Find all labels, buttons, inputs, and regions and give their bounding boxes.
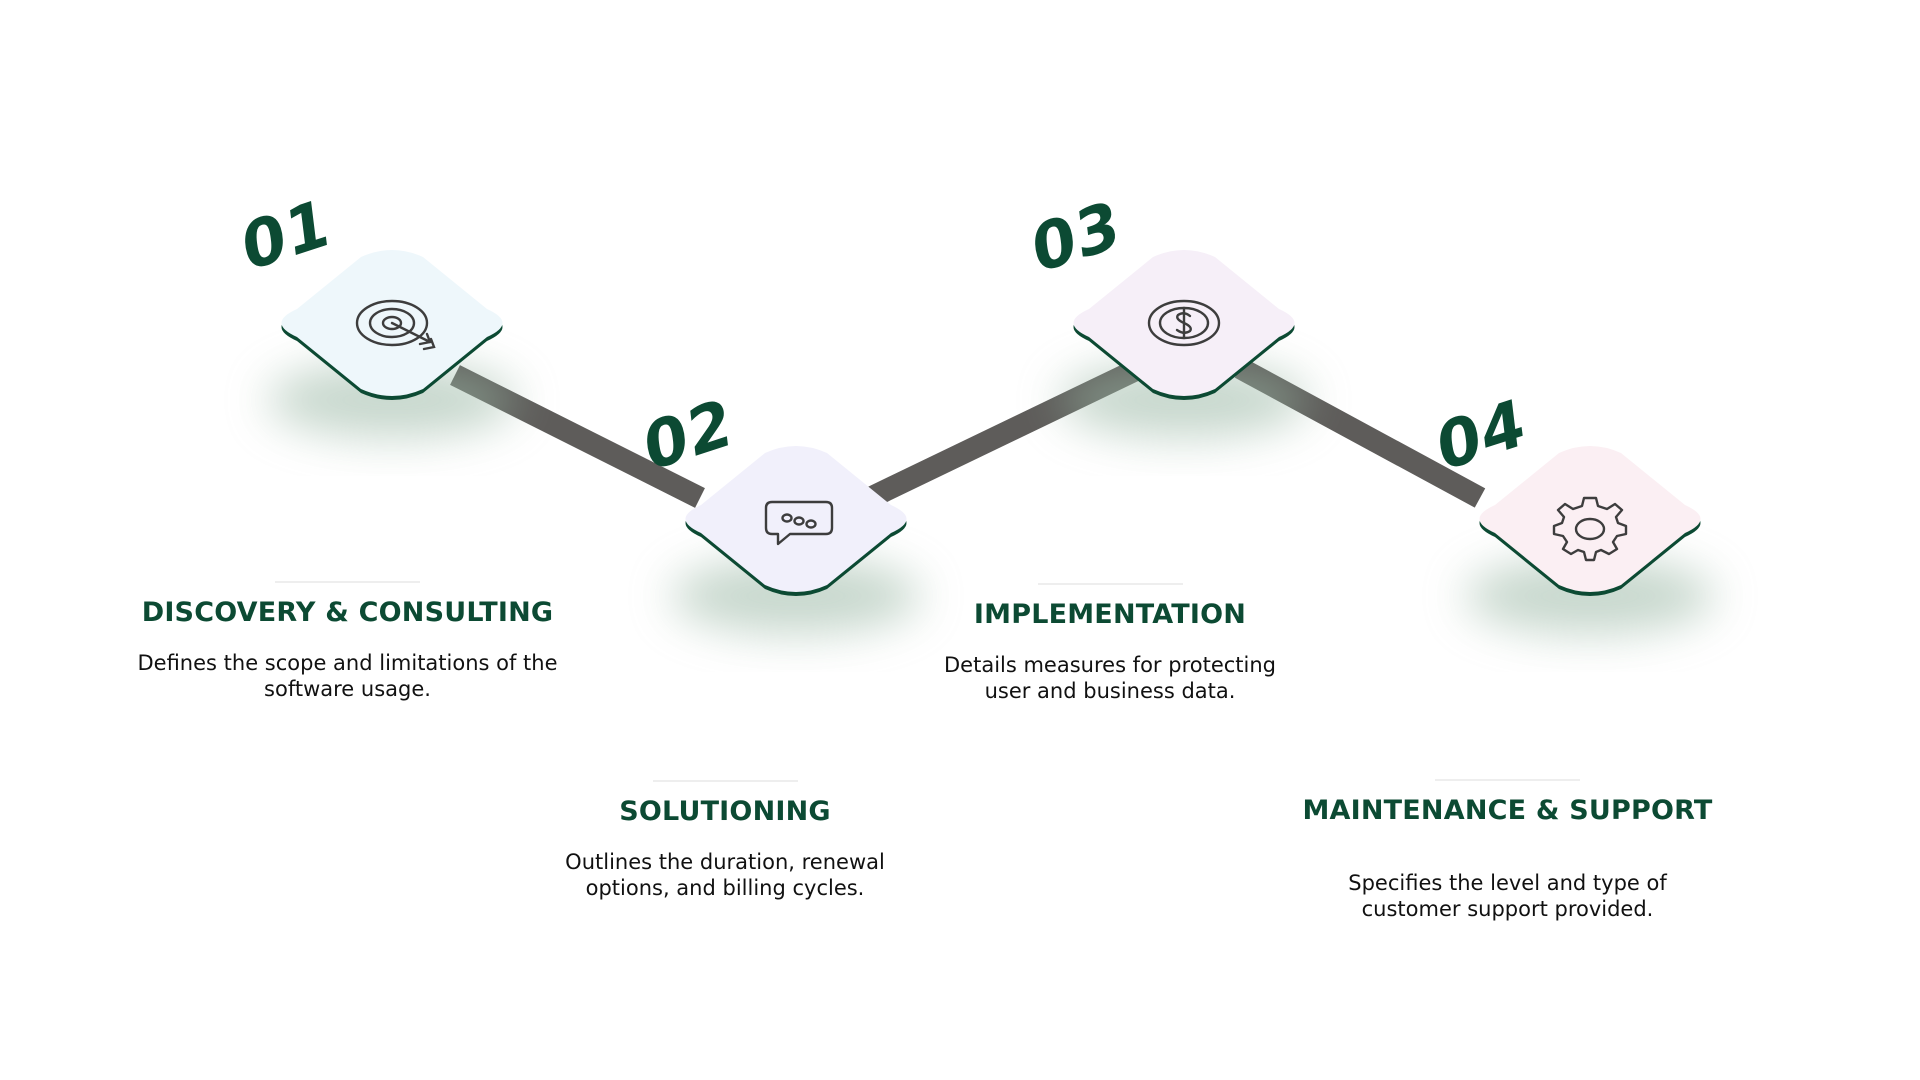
step-4-title: MAINTENANCE & SUPPORT [1302, 795, 1713, 826]
step-3-number: 03 [1022, 189, 1131, 288]
step-2-description: Outlines the duration, renewal options, … [565, 850, 885, 900]
step-3-description: Details measures for protecting user and… [944, 653, 1276, 703]
gear-icon [1552, 496, 1628, 562]
step-3-divider [1037, 583, 1183, 585]
step-2-divider [652, 780, 798, 782]
connector-lines [450, 358, 1486, 508]
step-2-text: SOLUTIONING Outlines the duration, renew… [545, 780, 905, 901]
step-4-divider [1435, 779, 1580, 781]
step-2-title: SOLUTIONING [619, 796, 831, 827]
step-1-tile [267, 250, 517, 438]
step-4-text: MAINTENANCE & SUPPORT Specifies the leve… [1300, 779, 1715, 922]
target-arrow-icon [355, 299, 436, 351]
step-1-divider [275, 581, 420, 583]
step-1-text: DISCOVERY & CONSULTING Defines the scope… [130, 581, 565, 702]
step-1-title: DISCOVERY & CONSULTING [141, 597, 554, 628]
step-3-text: IMPLEMENTATION Details measures for prot… [935, 583, 1285, 704]
step-3-tile [1059, 250, 1309, 438]
step-4-tile [1465, 446, 1715, 634]
dollar-coin-icon [1147, 299, 1221, 347]
step-1-number: 01 [232, 187, 341, 286]
step-1-description: Defines the scope and limitations of the… [137, 651, 558, 701]
step-2-tile [671, 446, 921, 634]
step-4-description: Specifies the level and type of customer… [1348, 871, 1667, 921]
step-3-title: IMPLEMENTATION [973, 599, 1247, 630]
chat-bubble-icon [764, 500, 834, 546]
